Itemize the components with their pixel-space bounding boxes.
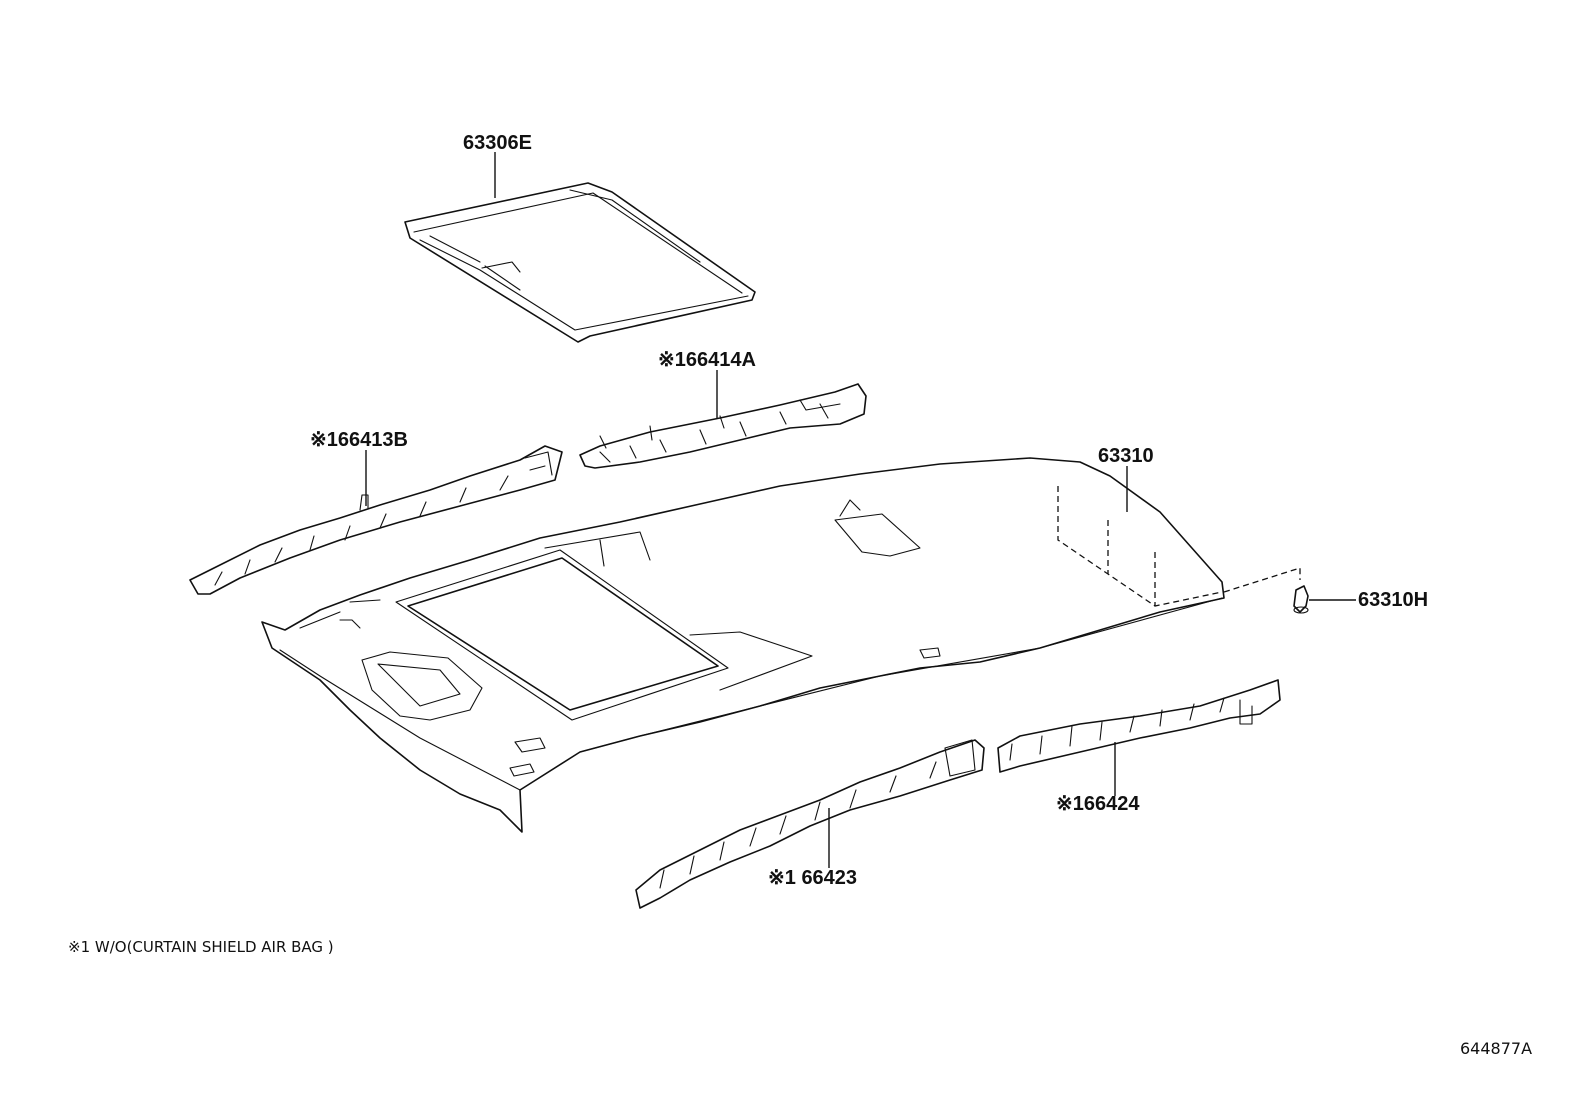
footnote: ※1 W/O(CURTAIN SHIELD AIR BAG )	[68, 938, 334, 956]
callout-clip[interactable]: 63310H	[1358, 589, 1428, 611]
roof-side-trim-front-rh[interactable]	[579, 383, 867, 469]
callout-headliner[interactable]: 63310	[1098, 445, 1154, 467]
roof-side-trim-rear-lh[interactable]	[635, 739, 985, 909]
callout-roof-side-front-rh[interactable]: ※166414A	[658, 349, 756, 371]
roof-side-trim-front-lh[interactable]	[189, 445, 563, 595]
roof-headliner[interactable]	[261, 457, 1225, 833]
callout-roof-side-rear-lh[interactable]: ※1 66423	[768, 867, 857, 889]
callout-roof-side-rear-rh[interactable]: ※166424	[1056, 793, 1140, 815]
clip-part[interactable]	[1293, 585, 1309, 614]
sunshade-panel[interactable]	[404, 182, 756, 343]
figure-number: 644877A	[1460, 1039, 1532, 1058]
callout-sunshade[interactable]: 63306E	[463, 132, 532, 154]
callout-roof-side-front-lh[interactable]: ※166413B	[310, 429, 408, 451]
roof-side-trim-rear-rh[interactable]	[997, 679, 1281, 773]
clip-location-guides	[1057, 486, 1301, 607]
